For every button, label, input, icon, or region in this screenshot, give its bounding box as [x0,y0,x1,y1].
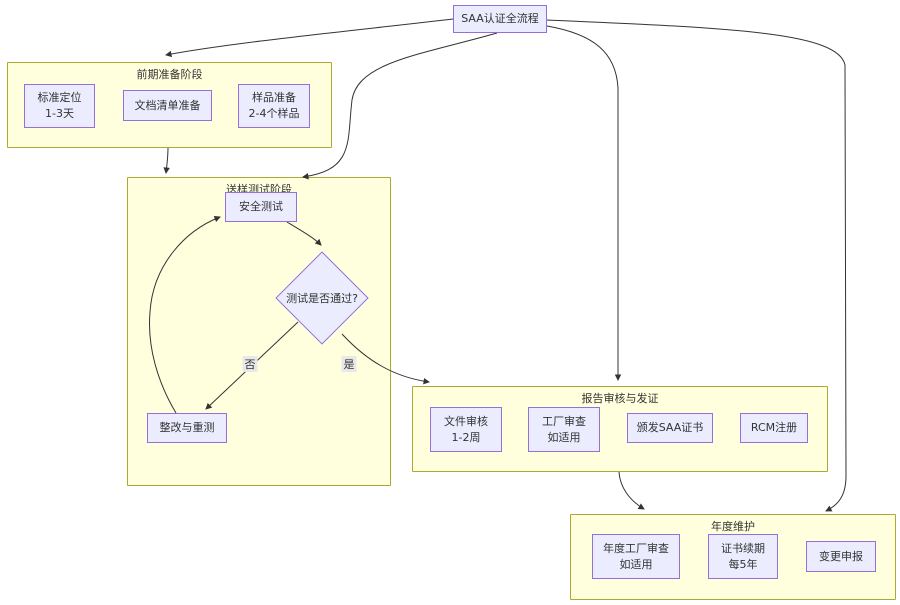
node-annual-factory-inspection: 年度工厂审查 如适用 [592,534,680,579]
node-standard-positioning-label: 标准定位 1-3天 [37,91,82,120]
edge-root-to-testing [302,32,498,180]
node-document-review-label: 文件审核 1-2周 [444,414,488,444]
node-rectify-and-retest-label: 整改与重测 [159,421,215,435]
node-document-list-preparation-label: 文档清单准备 [134,98,201,112]
decision-test-passed: 测试是否通过? [275,251,369,345]
node-rcm-registration: RCM注册 [740,413,808,443]
node-sample-preparation: 样品准备 2-4个样品 [238,84,310,128]
edge-label-yes: 是 [341,356,357,372]
node-document-review: 文件审核 1-2周 [430,407,502,452]
node-issue-saa-certificate: 颁发SAA证书 [627,413,713,443]
edge-label-no: 否 [242,356,258,372]
node-issue-saa-certificate-label: 颁发SAA证书 [636,421,704,435]
node-rectify-and-retest: 整改与重测 [147,413,227,443]
edge-root-to-certification [546,25,622,381]
node-safety-test-label: 安全测试 [239,200,283,214]
node-rcm-registration-label: RCM注册 [750,421,798,435]
stage-report-review-certification-label: 报告审核与发证 [581,392,659,405]
node-factory-inspection: 工厂审查 如适用 [528,407,600,452]
node-saa-process-root-label: SAA认证全流程 [461,12,539,26]
edge-root-to-preparation [165,18,454,58]
node-sample-preparation-label: 样品准备 2-4个样品 [248,91,300,120]
stage-annual-maintenance-label: 年度维护 [711,520,755,533]
edge-certification-to-maintenance [618,471,645,510]
node-safety-test: 安全测试 [225,192,297,222]
node-change-declaration-label: 变更申报 [819,549,863,563]
decision-test-passed-label: 测试是否通过? [286,292,358,305]
node-certificate-renewal-label: 证书续期 每5年 [721,541,765,571]
node-factory-inspection-label: 工厂审查 如适用 [542,414,586,444]
node-certificate-renewal: 证书续期 每5年 [708,534,778,579]
stage-preparation-label: 前期准备阶段 [136,68,203,81]
node-saa-process-root: SAA认证全流程 [453,5,547,33]
node-change-declaration: 变更申报 [806,541,876,572]
edge-preparation-to-testing [163,147,170,174]
node-annual-factory-inspection-label: 年度工厂审查 如适用 [603,541,669,571]
node-document-list-preparation: 文档清单准备 [123,90,212,121]
node-standard-positioning: 标准定位 1-3天 [24,84,95,128]
